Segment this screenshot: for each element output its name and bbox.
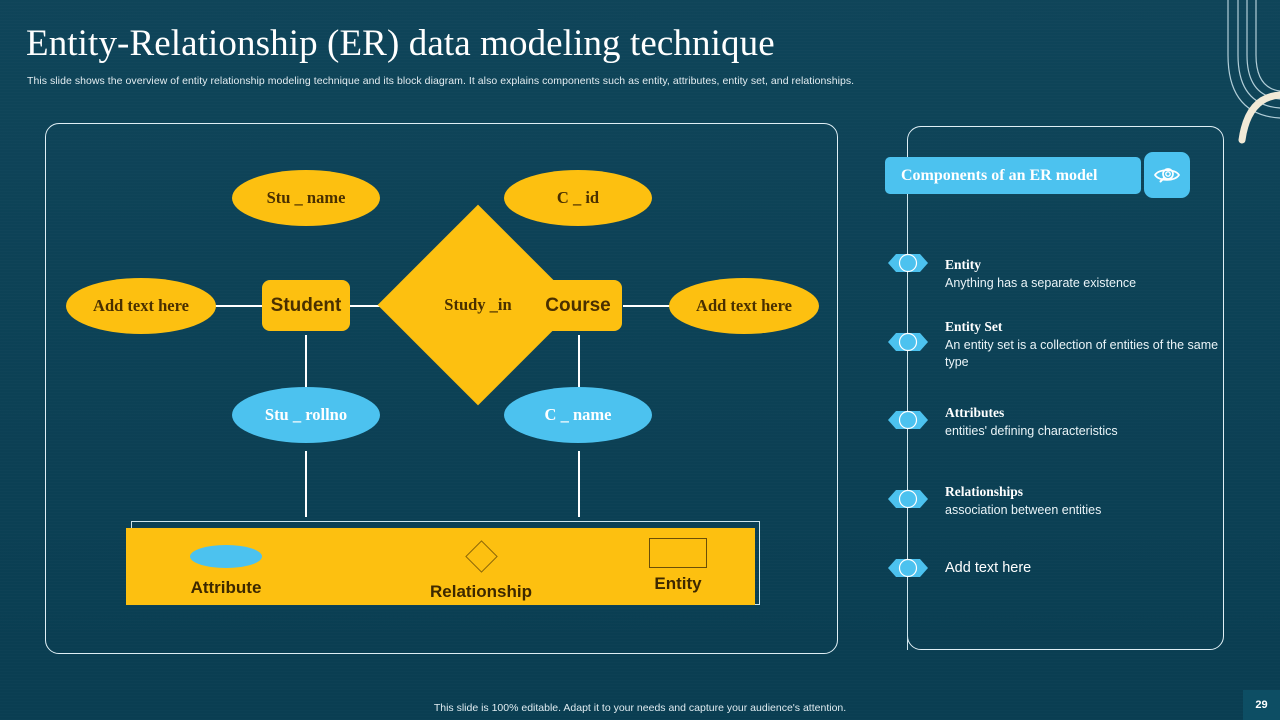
component-desc: An entity set is a collection of entitie… — [945, 338, 1219, 370]
component-title: Entity — [945, 257, 982, 272]
footer-note: This slide is 100% editable. Adapt it to… — [433, 702, 847, 714]
page-title: Entity-Relationship (ER) data modeling t… — [26, 23, 775, 64]
entity-course[interactable]: Course — [534, 280, 622, 331]
attribute-stu-name[interactable]: Stu _ name — [232, 170, 380, 226]
ellipse-icon — [190, 545, 262, 568]
legend-item-relationship[interactable]: Relationship — [391, 540, 571, 602]
component-desc: Anything has a separate existence — [945, 276, 1137, 290]
entity-student[interactable]: Student — [262, 280, 350, 331]
component-title: Attributes — [945, 405, 1005, 420]
components-header-bar[interactable]: Components of an ER model — [885, 157, 1141, 194]
component-title: Add text here — [945, 560, 1032, 576]
legend-item-entity[interactable]: Entity — [618, 538, 738, 594]
timeline-marker-5 — [888, 558, 928, 578]
timeline-marker-3 — [888, 410, 928, 430]
eye-search-icon-glyph — [1154, 168, 1180, 183]
timeline-marker-2 — [888, 332, 928, 352]
diamond-icon — [464, 540, 498, 573]
timeline-marker-1 — [888, 253, 928, 273]
component-item-entity-set[interactable]: Entity Set An entity set is a collection… — [945, 319, 1220, 372]
relationship-study-in[interactable]: Study _in — [377, 204, 579, 406]
connector-course-addtext — [623, 305, 675, 307]
component-item-relationships[interactable]: Relationships association between entiti… — [945, 484, 1220, 519]
diagram-panel — [45, 123, 838, 654]
connector-student-stuRollno — [305, 451, 307, 517]
connector-course-cname — [578, 451, 580, 517]
attribute-stu-rollno[interactable]: Stu _ rollno — [232, 387, 380, 443]
component-item-add-text[interactable]: Add text here — [945, 560, 1220, 578]
attribute-c-id[interactable]: C _ id — [504, 170, 652, 226]
attribute-add-text-right[interactable]: Add text here — [669, 278, 819, 334]
attribute-c-name[interactable]: C _ name — [504, 387, 652, 443]
component-title: Entity Set — [945, 319, 1003, 334]
legend-bar: Attribute Relationship Entity — [126, 528, 755, 605]
connector-student-studyin — [350, 305, 395, 307]
attribute-add-text-left[interactable]: Add text here — [66, 278, 216, 334]
eye-search-icon[interactable] — [1144, 152, 1190, 198]
component-item-attributes[interactable]: Attributes entities' defining characteri… — [945, 405, 1220, 440]
component-title: Relationships — [945, 484, 1024, 499]
connector-stuname-student — [305, 335, 307, 405]
component-desc: association between entities — [945, 503, 1102, 517]
connector-cid-course — [578, 335, 580, 405]
component-desc: entities' defining characteristics — [945, 424, 1118, 438]
page-number-badge: 29 — [1243, 690, 1280, 720]
components-header-label: Components of an ER model — [901, 166, 1098, 184]
rectangle-icon — [649, 538, 707, 568]
timeline-marker-4 — [888, 489, 928, 509]
er-diagram: Stu _ name C _ id Add text here Student … — [45, 123, 838, 654]
page-subtitle: This slide shows the overview of entity … — [27, 75, 855, 87]
component-item-entity[interactable]: Entity Anything has a separate existence — [945, 257, 1220, 292]
legend-item-attribute[interactable]: Attribute — [161, 545, 291, 598]
connector-addtext-student — [215, 305, 265, 307]
